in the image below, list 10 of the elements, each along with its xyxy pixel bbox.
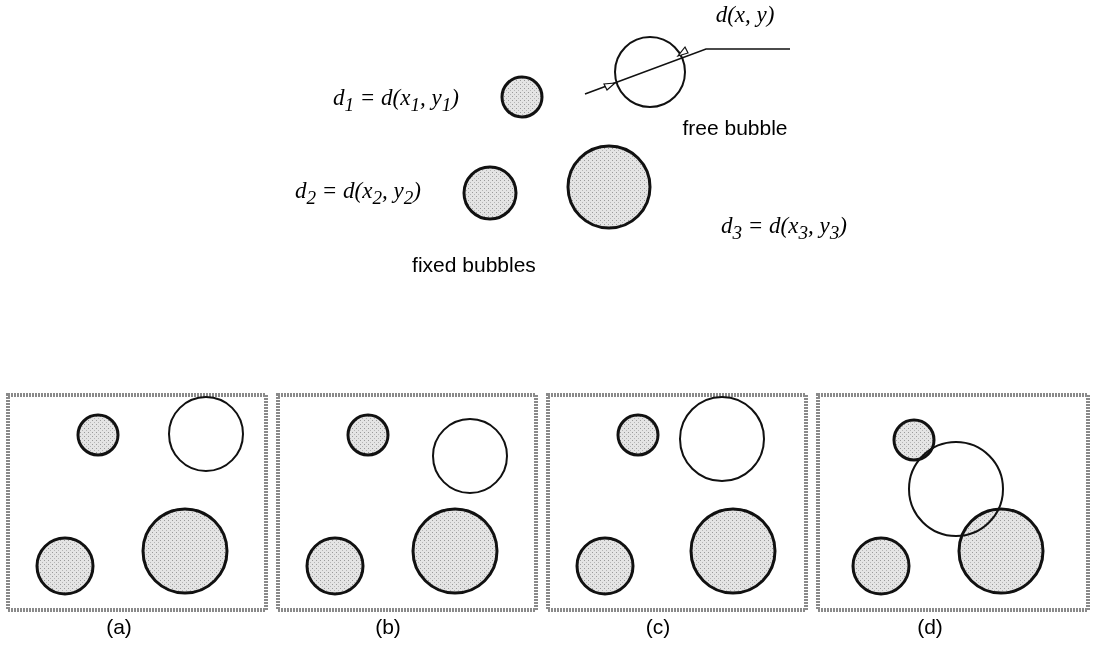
label: free bubble <box>682 116 788 140</box>
panel-caption: (d) <box>917 615 943 639</box>
label: fixed bubbles <box>412 253 536 277</box>
formula: d$_{3}$ = d(x$_{3}$, y$_{3}$) <box>721 213 847 243</box>
formula: d$_{2}$ = d(x$_{2}$, y$_{2}$) <box>295 178 421 208</box>
formula: d$_{1}$ = d(x$_{1}$, y$_{1}$) <box>333 85 459 115</box>
panel-caption: (c) <box>645 615 671 639</box>
panel-caption: (a) <box>106 615 132 639</box>
formula: d(x, y) <box>715 2 775 28</box>
panel-caption: (b) <box>375 615 401 639</box>
